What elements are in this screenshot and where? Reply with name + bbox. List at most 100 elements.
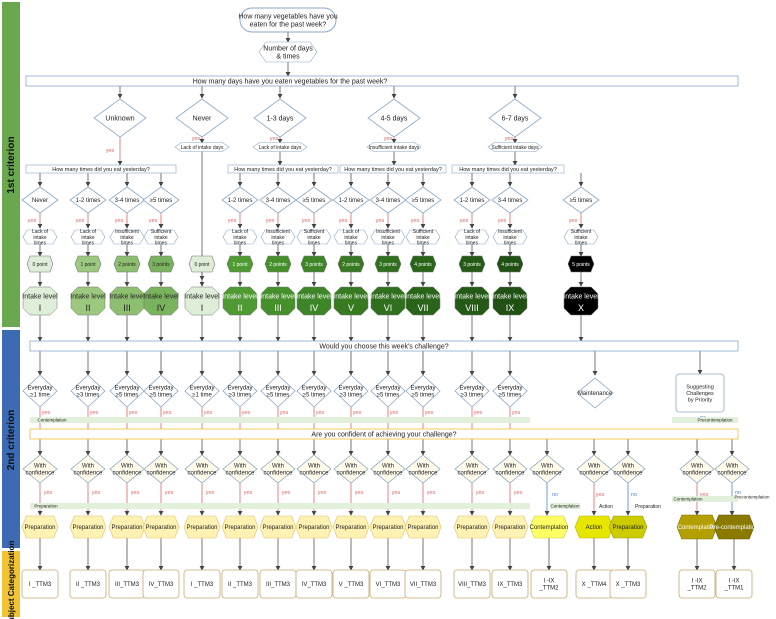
days-question: How many days have you eaten vegetables … [193, 78, 388, 85]
category-box-9-label: VI_TTM3 [376, 582, 401, 588]
times-diamond-5 [221, 186, 259, 214]
yes-label: yes [384, 136, 393, 142]
category-box-4-label: I _TTM3 [191, 582, 214, 588]
yes-label: yes [596, 492, 605, 498]
intake-level-11 [454, 286, 490, 316]
yes-label: yes [474, 410, 483, 416]
maintenance-diamond-label: Maintenance [578, 391, 613, 397]
preparation-strip [30, 503, 530, 509]
times-diamond-2-label: 3-4 times [115, 198, 140, 204]
contemplation-label-2: Contemplation [550, 504, 580, 509]
stage-box-11-label: Preparation [456, 525, 487, 531]
yes-label: yes [376, 218, 385, 224]
category-precontemplation-label: I -IX_TTM1 [723, 579, 744, 592]
times-question-bar [227, 164, 339, 174]
day-status-1 [174, 142, 230, 152]
intake-level-5 [222, 286, 258, 316]
stage-box-12-label: Preparation [494, 525, 525, 531]
no-label: no [631, 492, 637, 498]
category-box-8 [332, 569, 370, 599]
challenge-diamond-8 [333, 374, 369, 408]
stage-box-5-label: Preparation [224, 525, 255, 531]
subject-categorization-label: Subject Categorization [7, 541, 16, 619]
stage-box-3 [142, 515, 180, 539]
yes-label: yes [42, 410, 51, 416]
yes-label: yes [92, 490, 101, 496]
intake-level-9-label: Intake level [370, 293, 406, 300]
stage-box-0 [21, 515, 59, 539]
points-hex-7-label: 3 points [305, 262, 323, 268]
intake-level-4-label: Intake level [184, 293, 220, 300]
confidence-diamond-8 [333, 454, 369, 484]
confidence-question: Are you confident of achieving your chal… [311, 431, 456, 438]
category-box-3-label: IV_TTM3 [149, 582, 174, 588]
confidence-diamond-17 [714, 454, 750, 484]
precontemplation-strip [672, 417, 738, 423]
contemplation-label-3: Contemplation [673, 497, 703, 502]
times-question: How many times did you eat yesterday? [234, 167, 332, 173]
yes-label: yes [512, 410, 521, 416]
yes-label: yes [206, 490, 215, 496]
times-question: How many times did you eat yesterday? [52, 167, 150, 173]
intake-level-3-label: Intake level [143, 293, 179, 300]
intake-level-11-label: Intake level [454, 293, 490, 300]
category-precontemplation [715, 569, 753, 599]
intake-level-8-label: Intake level [333, 293, 369, 300]
intake-level-6 [260, 286, 296, 316]
points-hex-1 [74, 255, 102, 273]
category-box-6-label: III_TTM3 [266, 582, 291, 588]
suggesting-box [675, 373, 725, 413]
right-strip [672, 496, 738, 502]
times-diamond-5-label: 1-2 times [228, 198, 253, 204]
yes-label: yes [242, 410, 251, 416]
number-days-box [258, 41, 318, 63]
challenge-diamond-9-label: Everyday≥5 times [375, 386, 400, 399]
intake-level-3-roman: IV [157, 303, 166, 313]
challenge-diamond-12 [492, 374, 528, 408]
yes-label: yes [700, 492, 709, 498]
stage-box-7 [295, 515, 333, 539]
times-diamond-10-label: ≥5 times [412, 198, 435, 204]
times-diamond-11-label: 1-2 times [460, 198, 485, 204]
yes-label: yes [514, 490, 523, 496]
intake-level-13-label: Intake level [563, 293, 599, 300]
intake-level-8-roman: V [348, 303, 354, 313]
stage-preparation-x [608, 515, 648, 539]
yes-label: yes [228, 218, 237, 224]
times-diamond-12-label: 3-4 times [498, 198, 523, 204]
preparation-strip-label: Preparation [34, 504, 58, 509]
yes-label: yes [204, 410, 213, 416]
day-diamond-2-label: 1-3 days [267, 115, 294, 122]
confidence-diamond-9 [370, 454, 406, 484]
stage-action-label: Action [586, 525, 603, 531]
category-box-11-label: VIII_TTM3 [458, 582, 487, 588]
confidence-diamond-11 [454, 454, 490, 484]
yes-label: yes [28, 218, 37, 224]
stage-box-5 [221, 515, 259, 539]
day-diamond-1 [175, 98, 229, 138]
times-status-12 [492, 229, 528, 245]
contemplation-strip-2 [550, 503, 580, 509]
yes-label: yes [460, 218, 469, 224]
challenge-diamond-3 [143, 374, 179, 408]
confidence-diamond-15 [610, 454, 646, 484]
yes-label: yes [280, 410, 289, 416]
yes-label: yes [149, 218, 158, 224]
times-question-bar [339, 164, 447, 174]
confidence-diamond-4 [184, 454, 220, 484]
intake-level-5-label: Intake level [222, 293, 258, 300]
stage-box-1 [69, 515, 107, 539]
day-diamond-2 [253, 98, 307, 138]
